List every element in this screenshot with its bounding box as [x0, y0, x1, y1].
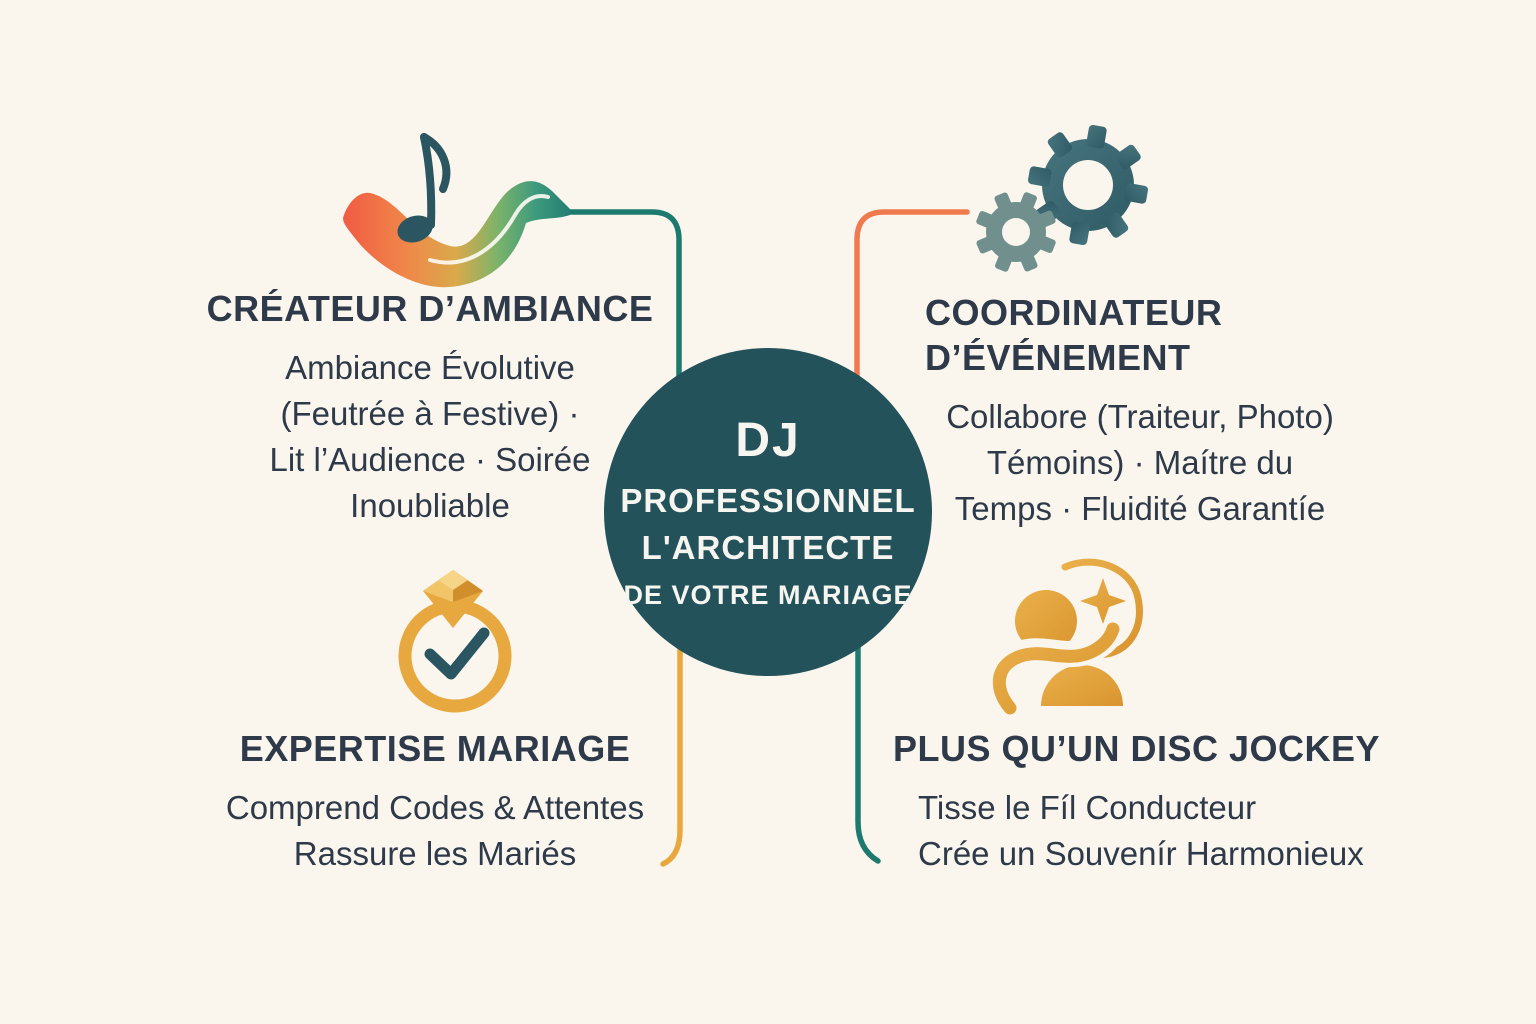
music-note-wave-icon — [343, 133, 570, 288]
center-line-architecte: L'ARCHITECTE — [641, 529, 895, 566]
body-line: Comprend Codes & Attentes — [225, 789, 645, 826]
quadrant-createur-ambiance: CRÉATEUR D’AMBIANCE Ambiance Évolutive (… — [150, 286, 710, 529]
connector-top-left — [550, 209, 682, 385]
quadrant-title: EXPERTISE MARIAGE — [155, 726, 715, 771]
body-line: Rassure les Mariés — [293, 835, 577, 872]
title-line: D’ÉVÉNEMENT — [925, 337, 1191, 378]
quadrant-body: Tisse le Fíl Conducteur Crée un Souvenír… — [893, 785, 1393, 877]
music-note — [397, 133, 451, 243]
quadrant-coordinateur-evenement: COORDINATEUR D’ÉVÉNEMENT Collabore (Trai… — [925, 290, 1395, 532]
center-line-professionnel: PROFESSIONNEL — [620, 482, 916, 519]
body-line: Lit l’Audience · Soirée — [269, 441, 591, 478]
person-head — [1015, 590, 1077, 652]
body-line: Tisse le Fíl Conducteur — [918, 789, 1257, 826]
quadrant-body: Collabore (Traiteur, Photo) Témoins) · M… — [900, 394, 1380, 532]
body-line: Ambiance Évolutive — [285, 349, 575, 386]
swoosh — [992, 622, 1120, 715]
center-line-dj: DJ — [735, 414, 801, 467]
quadrant-body: Comprend Codes & Attentes Rassure les Ma… — [155, 785, 715, 877]
title-line: EXPERTISE MARIAGE — [239, 728, 631, 769]
quadrant-plus-quun-disc-jockey: PLUS QU’UN DISC JOCKEY Tisse le Fíl Cond… — [893, 726, 1393, 877]
ring-diamond — [423, 570, 483, 628]
person-sparkle-icon — [985, 558, 1143, 720]
person-body — [1041, 665, 1123, 706]
body-line: (Feutrée à Festive) · — [280, 395, 580, 432]
connector-bottom-right — [855, 637, 881, 864]
quadrant-title: PLUS QU’UN DISC JOCKEY — [893, 726, 1393, 771]
gear-small — [976, 192, 1056, 272]
connector-bottom-left — [660, 637, 683, 867]
title-line: PLUS QU’UN DISC JOCKEY — [893, 728, 1381, 769]
title-line: COORDINATEUR — [925, 292, 1223, 333]
quadrant-title: COORDINATEUR D’ÉVÉNEMENT — [925, 290, 1395, 380]
body-line: Inoubliable — [350, 487, 510, 524]
body-line: Crée un Souvenír Harmonieux — [918, 835, 1364, 872]
title-line: CRÉATEUR D’AMBIANCE — [206, 288, 654, 329]
quadrant-expertise-mariage: EXPERTISE MARIAGE Comprend Codes & Atten… — [155, 726, 715, 877]
center-line-mariage: DE VOTRE MARIAGE — [623, 580, 913, 610]
check-mark — [424, 627, 490, 680]
gears-icon — [976, 125, 1149, 272]
quadrant-body: Ambiance Évolutive (Feutrée à Festive) ·… — [150, 345, 710, 529]
body-line: Temps · Fluidité Garantíe — [954, 490, 1326, 527]
gear-large — [1027, 125, 1149, 246]
wedding-ring-icon — [398, 570, 512, 713]
quadrant-title: CRÉATEUR D’AMBIANCE — [150, 286, 710, 331]
center-circle: DJ PROFESSIONNEL L'ARCHITECTE DE VOTRE M… — [604, 348, 932, 676]
connector-top-right — [854, 209, 970, 385]
sparkle-star — [1080, 578, 1126, 624]
body-line: Collabore (Traiteur, Photo) — [946, 398, 1334, 435]
body-line: Témoins) · Maítre du — [986, 444, 1294, 481]
